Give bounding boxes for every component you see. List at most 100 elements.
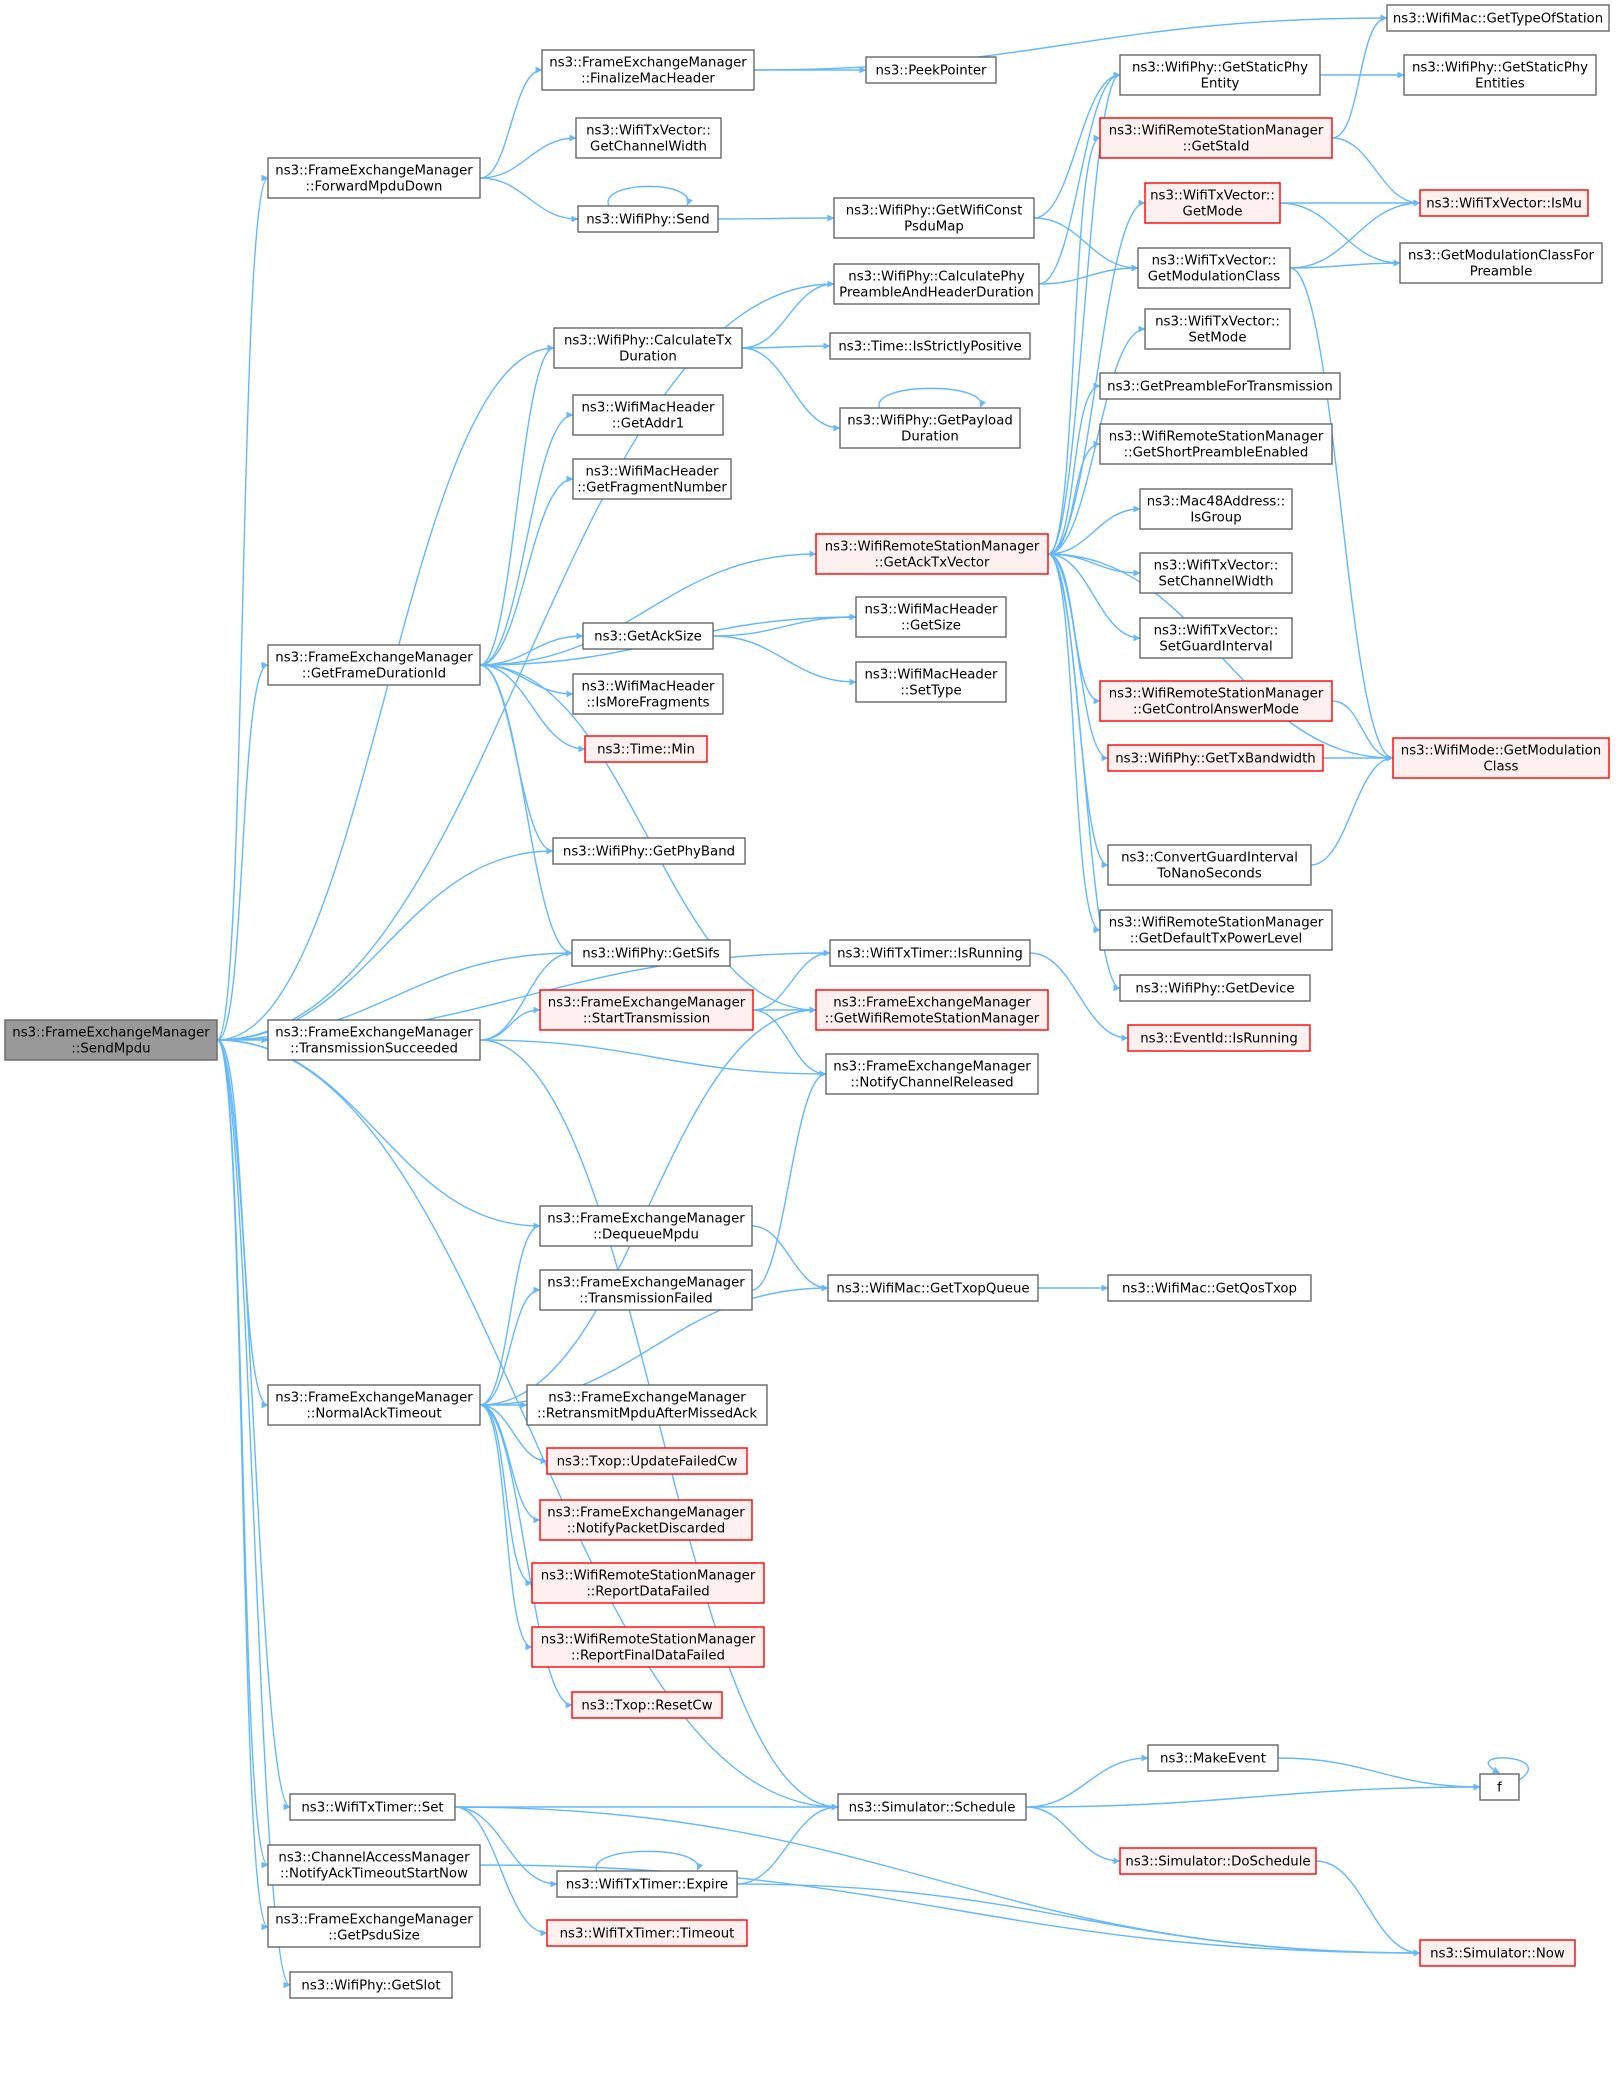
node-set-mode[interactable]: ns3::WifiTxVector::SetMode: [1144, 308, 1291, 350]
node-box: [267, 1384, 481, 1426]
node-get-default-tx-power[interactable]: ns3::WifiRemoteStationManager::GetDefaul…: [1099, 909, 1333, 951]
node-box: [552, 837, 746, 865]
node-is-strictly-positive[interactable]: ns3::Time::IsStrictlyPositive: [829, 332, 1031, 360]
node-phy-send[interactable]: ns3::WifiPhy::Send: [577, 205, 719, 233]
call-edge-get-ack-tx-vector-to-set-guard-interval: [1047, 553, 1141, 642]
node-get-channel-width[interactable]: ns3::WifiTxVector::GetChannelWidth: [575, 117, 722, 159]
node-timer-is-running[interactable]: ns3::WifiTxTimer::IsRunning: [829, 939, 1031, 967]
node-root[interactable]: ns3::FrameExchangeManager::SendMpdu: [4, 1019, 218, 1061]
node-update-failed-cw[interactable]: ns3::Txop::UpdateFailedCw: [546, 1447, 748, 1475]
node-label-line: ns3::WifiPhy::GetTxBandwidth: [1115, 752, 1316, 767]
call-edge-dequeue-mpdu-to-get-txop-queue: [751, 1225, 829, 1292]
node-get-mode[interactable]: ns3::WifiTxVector::GetMode: [1144, 182, 1281, 224]
node-make-event[interactable]: ns3::MakeEvent: [1147, 1744, 1279, 1772]
node-notify-packet-discarded[interactable]: ns3::FrameExchangeManager::NotifyPacketD…: [539, 1499, 753, 1541]
node-set-guard-interval[interactable]: ns3::WifiTxVector::SetGuardInterval: [1139, 617, 1293, 659]
node-label-line: SetChannelWidth: [1158, 575, 1273, 590]
node-dequeue-mpdu[interactable]: ns3::FrameExchangeManager::DequeueMpdu: [539, 1205, 753, 1247]
node-set-type[interactable]: ns3::WifiMacHeader::SetType: [855, 661, 1007, 703]
node-get-modulation-class[interactable]: ns3::WifiTxVector::GetModulationClass: [1137, 247, 1291, 289]
node-box: [1127, 1024, 1311, 1052]
node-box: [4, 1019, 218, 1061]
node-box: [584, 735, 708, 763]
node-get-fragment-number[interactable]: ns3::WifiMacHeader::GetFragmentNumber: [572, 458, 732, 500]
node-box: [1107, 744, 1324, 772]
node-get-sifs[interactable]: ns3::WifiPhy::GetSifs: [571, 939, 731, 967]
call-edge-normal-ack-timeout-to-report-final-data-failed: [479, 1404, 533, 1651]
node-get-tx-bandwidth[interactable]: ns3::WifiPhy::GetTxBandwidth: [1107, 744, 1324, 772]
node-box: [582, 622, 714, 650]
node-get-ack-tx-vector[interactable]: ns3::WifiRemoteStationManager::GetAckTxV…: [815, 533, 1049, 575]
call-edge-get-ack-tx-vector-to-get-device: [1047, 553, 1121, 992]
node-get-control-answer-mode[interactable]: ns3::WifiRemoteStationManager::GetContro…: [1099, 680, 1333, 722]
call-edge-forward-mpdu-down-to-finalize-mac-header: [479, 66, 543, 179]
node-label-line: ns3::WifiMacHeader: [864, 668, 998, 683]
node-start-transmission[interactable]: ns3::FrameExchangeManager::StartTransmis…: [539, 989, 754, 1031]
node-tx-succeeded[interactable]: ns3::FrameExchangeManager::TransmissionS…: [267, 1019, 481, 1061]
node-timeout[interactable]: ns3::WifiTxTimer::Timeout: [546, 1919, 748, 1947]
node-box: [1139, 552, 1293, 594]
node-expire[interactable]: ns3::WifiTxTimer::Expire: [556, 1870, 738, 1898]
node-box: [1119, 54, 1321, 96]
node-tx-failed[interactable]: ns3::FrameExchangeManager::TransmissionF…: [539, 1269, 753, 1311]
node-get-slot[interactable]: ns3::WifiPhy::GetSlot: [289, 1971, 453, 1999]
call-edge-get-frame-duration-id-to-get-ack-size: [479, 632, 584, 666]
node-get-short-preamble[interactable]: ns3::WifiRemoteStationManager::GetShortP…: [1099, 423, 1333, 465]
node-box: [539, 1269, 753, 1311]
node-reset-cw[interactable]: ns3::Txop::ResetCw: [571, 1691, 723, 1719]
node-finalize-mac-header[interactable]: ns3::FrameExchangeManager::FinalizeMacHe…: [541, 49, 755, 91]
node-box: [855, 661, 1007, 703]
node-schedule[interactable]: ns3::Simulator::Schedule: [837, 1793, 1027, 1821]
node-get-size[interactable]: ns3::WifiMacHeader::GetSize: [855, 596, 1007, 638]
node-set-channel-width[interactable]: ns3::WifiTxVector::SetChannelWidth: [1139, 552, 1293, 594]
call-edge-normal-ack-timeout-to-update-failed-cw: [479, 1404, 548, 1465]
node-get-wifi-rsm[interactable]: ns3::FrameExchangeManager::GetWifiRemote…: [815, 989, 1049, 1031]
node-get-frame-duration-id[interactable]: ns3::FrameExchangeManager::GetFrameDurat…: [267, 644, 481, 686]
node-label-line: ns3::Simulator::DoSchedule: [1125, 1855, 1310, 1870]
node-now[interactable]: ns3::Simulator::Now: [1419, 1939, 1576, 1967]
node-get-preamble-for-tx[interactable]: ns3::GetPreambleForTransmission: [1099, 372, 1341, 400]
node-get-phy-band[interactable]: ns3::WifiPhy::GetPhyBand: [552, 837, 746, 865]
node-do-schedule[interactable]: ns3::Simulator::DoSchedule: [1119, 1847, 1317, 1875]
node-get-qos-txop[interactable]: ns3::WifiMac::GetQosTxop: [1107, 1274, 1312, 1302]
node-notify-ack-timeout[interactable]: ns3::ChannelAccessManager::NotifyAckTime…: [267, 1844, 481, 1886]
node-report-final-data-failed[interactable]: ns3::WifiRemoteStationManager::ReportFin…: [531, 1626, 765, 1668]
node-get-device[interactable]: ns3::WifiPhy::GetDevice: [1119, 974, 1311, 1002]
node-notify-channel-released[interactable]: ns3::FrameExchangeManager::NotifyChannel…: [825, 1053, 1039, 1095]
call-edge-calc-tx-duration-to-calc-preamble: [741, 280, 835, 349]
node-report-data-failed[interactable]: ns3::WifiRemoteStationManager::ReportDat…: [531, 1562, 765, 1604]
node-f[interactable]: f: [1479, 1773, 1520, 1801]
node-get-type-of-station[interactable]: ns3::WifiMac::GetTypeOfStation: [1386, 4, 1610, 32]
node-get-ack-size[interactable]: ns3::GetAckSize: [582, 622, 714, 650]
node-timer-set[interactable]: ns3::WifiTxTimer::Set: [289, 1793, 456, 1821]
node-is-mu[interactable]: ns3::WifiTxVector::IsMu: [1419, 189, 1589, 217]
node-label-line: PsduMap: [904, 220, 964, 235]
node-get-sta-id[interactable]: ns3::WifiRemoteStationManager::GetStaId: [1099, 117, 1333, 159]
call-edge-calc-tx-duration-to-get-payload-duration: [741, 347, 841, 432]
call-edge-calc-preamble-to-get-static-phy-entity: [1038, 71, 1121, 285]
node-normal-ack-timeout[interactable]: ns3::FrameExchangeManager::NormalAckTime…: [267, 1384, 481, 1426]
node-calc-preamble[interactable]: ns3::WifiPhy::CalculatePhyPreambleAndHea…: [833, 263, 1040, 305]
node-peek-pointer[interactable]: ns3::PeekPointer: [865, 56, 997, 84]
node-get-psdu-size[interactable]: ns3::FrameExchangeManager::GetPsduSize: [267, 1906, 481, 1948]
node-time-min[interactable]: ns3::Time::Min: [584, 735, 708, 763]
node-get-modulation[interactable]: ns3::WifiMode::GetModulationClass: [1392, 737, 1610, 779]
node-label-line: IsGroup: [1190, 511, 1241, 526]
node-event-is-running[interactable]: ns3::EventId::IsRunning: [1127, 1024, 1311, 1052]
node-get-addr1[interactable]: ns3::WifiMacHeader::GetAddr1: [572, 394, 724, 436]
call-edge-schedule-to-do-schedule: [1025, 1806, 1121, 1865]
node-is-more-fragments[interactable]: ns3::WifiMacHeader::IsMoreFragments: [572, 673, 724, 715]
node-forward-mpdu-down[interactable]: ns3::FrameExchangeManager::ForwardMpduDo…: [267, 157, 481, 199]
node-get-txop-queue[interactable]: ns3::WifiMac::GetTxopQueue: [827, 1274, 1039, 1302]
node-label-line: ns3::FrameExchangeManager: [549, 56, 747, 71]
call-edge-root-to-timer-set: [216, 1039, 291, 1811]
node-is-group[interactable]: ns3::Mac48Address::IsGroup: [1139, 488, 1293, 530]
node-retransmit-mpdu[interactable]: ns3::FrameExchangeManager::RetransmitMpd…: [526, 1384, 768, 1426]
